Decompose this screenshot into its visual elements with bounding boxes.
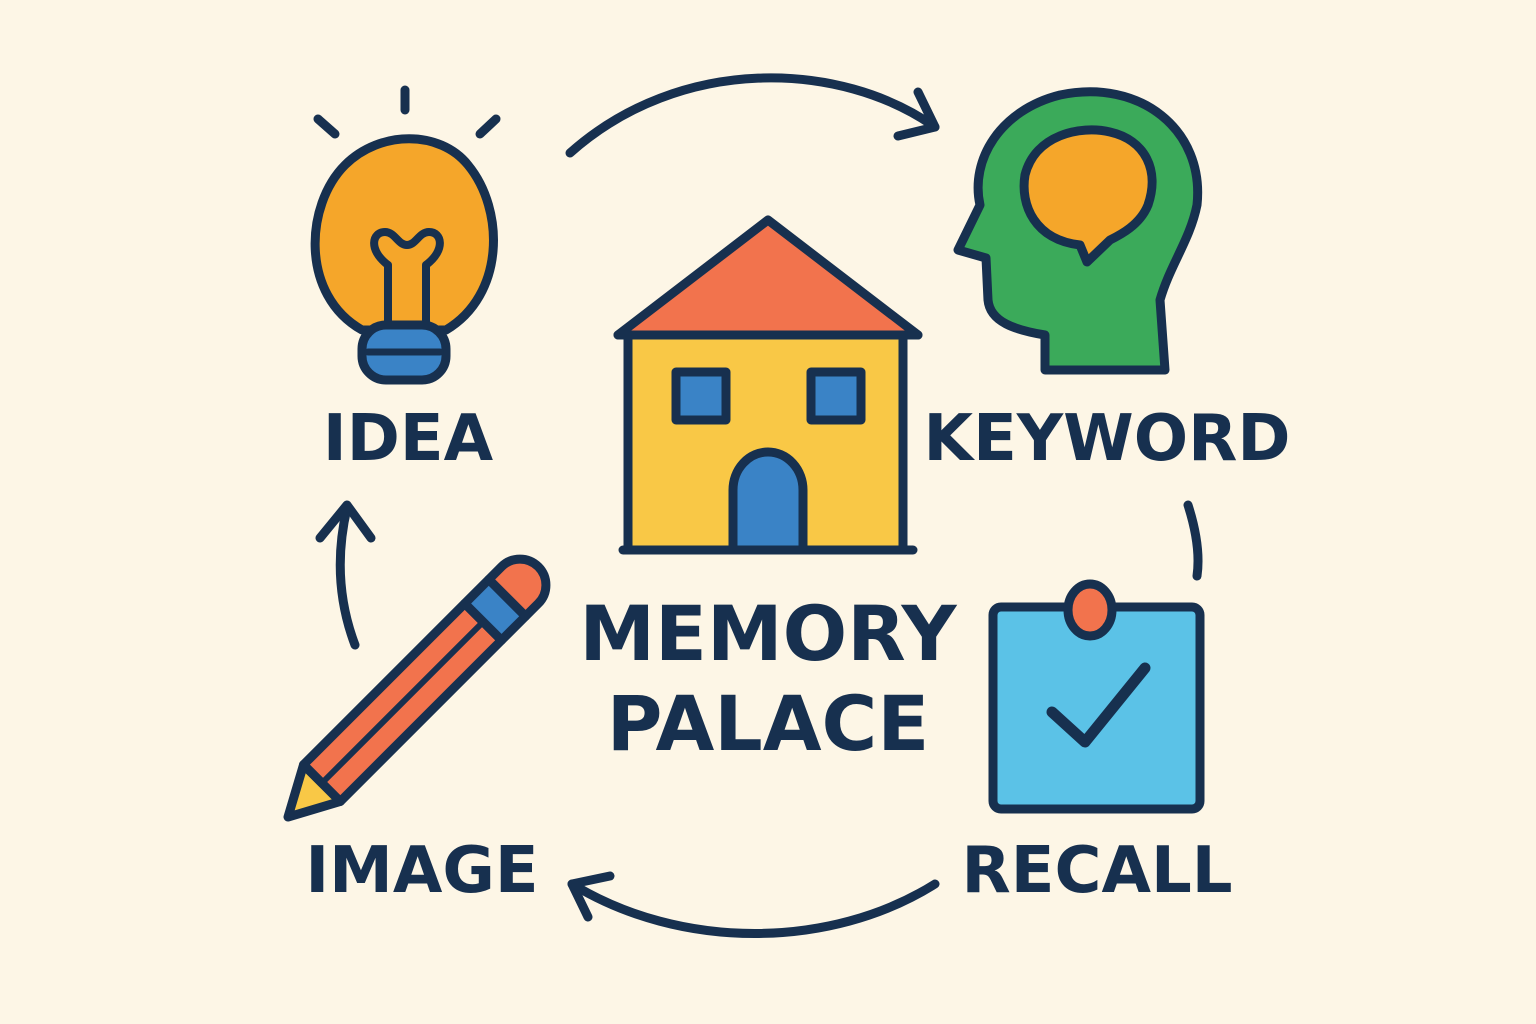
house-icon <box>613 215 923 555</box>
label-keyword: KEYWORD <box>923 402 1290 476</box>
head-brain-icon <box>953 87 1203 375</box>
arrow-idea-to-keyword <box>565 73 940 158</box>
lightbulb-icon <box>310 85 501 385</box>
label-idea: IDEA <box>323 402 494 476</box>
connector-keyword-to-recall <box>1183 500 1203 581</box>
label-recall: RECALL <box>961 834 1232 908</box>
pencil-icon <box>283 554 551 822</box>
checked-note-icon <box>988 579 1205 814</box>
arrow-recall-to-image <box>567 871 940 938</box>
center-title-line1: MEMORY <box>579 589 957 678</box>
center-title-line2: PALACE <box>607 679 929 768</box>
label-image: IMAGE <box>305 834 538 908</box>
arrow-image-to-idea <box>315 500 376 650</box>
